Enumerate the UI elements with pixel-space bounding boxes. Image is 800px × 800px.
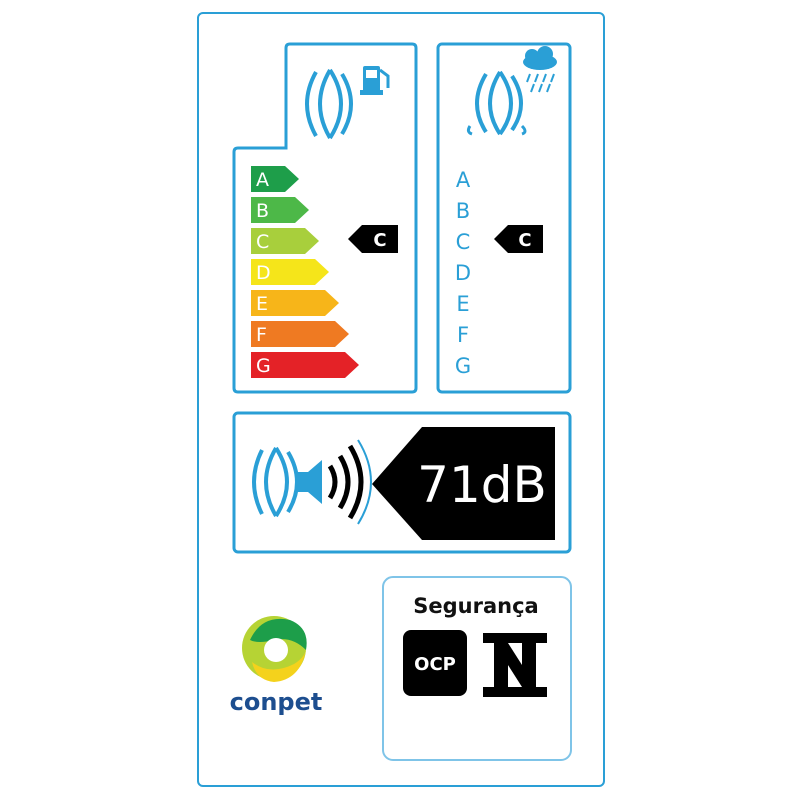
- fuel-grade-letter: F: [256, 324, 267, 346]
- fuel-selected-marker: C: [348, 225, 398, 253]
- fuel-grade-bar-a: A: [251, 166, 299, 192]
- fuel-grade-bar-g: G: [251, 352, 359, 378]
- wet-grade-letter-b: B: [456, 199, 470, 223]
- ocp-label: OCP: [414, 654, 456, 675]
- certification-title: Segurança: [413, 594, 538, 618]
- inmetro-logo: [483, 633, 547, 697]
- fuel-grade-bar-e: E: [251, 290, 339, 316]
- fuel-grade-letter: D: [256, 262, 271, 284]
- noise-value-badge: 71dB: [372, 427, 555, 540]
- conpet-logo: conpet: [230, 616, 323, 716]
- noise-panel: [232, 411, 572, 554]
- fuel-grade-bar-b: B: [251, 197, 309, 223]
- wet-grade-letter-a: A: [456, 168, 471, 192]
- fuel-grade-letter: G: [256, 355, 271, 377]
- wet-grade-letter-e: E: [456, 292, 469, 316]
- certification-panel: [382, 576, 572, 761]
- wet-grade-letter-c: C: [456, 230, 471, 254]
- wet-grade-letter-f: F: [457, 323, 469, 347]
- wet-grade-letter-d: D: [455, 261, 471, 285]
- wet-grade-letter-g: G: [455, 354, 471, 378]
- tyre-speaker-sound-waves-icon: [252, 439, 372, 525]
- noise-value: 71dB: [417, 456, 547, 514]
- fuel-efficiency-panel: [232, 42, 418, 394]
- fuel-grade-letter: E: [256, 293, 268, 315]
- wet-selected-marker: C: [494, 225, 543, 253]
- tyre-rain-cloud-icon: [466, 46, 557, 136]
- fuel-grade-letter: B: [256, 200, 269, 222]
- wet-grip-panel: [436, 42, 572, 394]
- conpet-wordmark: conpet: [230, 688, 323, 716]
- tyre-fuel-pump-icon: [305, 66, 390, 140]
- fuel-grade-bar-d: D: [251, 259, 329, 285]
- fuel-grade-letter: A: [256, 169, 269, 191]
- fuel-grade-bar-f: F: [251, 321, 349, 347]
- fuel-selected-grade: C: [373, 230, 386, 251]
- fuel-grade-letter: C: [256, 231, 269, 253]
- fuel-grade-bar-c: C: [251, 228, 319, 254]
- ocp-badge: OCP: [403, 630, 467, 696]
- tyre-label-frame: [197, 12, 605, 787]
- wet-selected-grade: C: [518, 230, 531, 251]
